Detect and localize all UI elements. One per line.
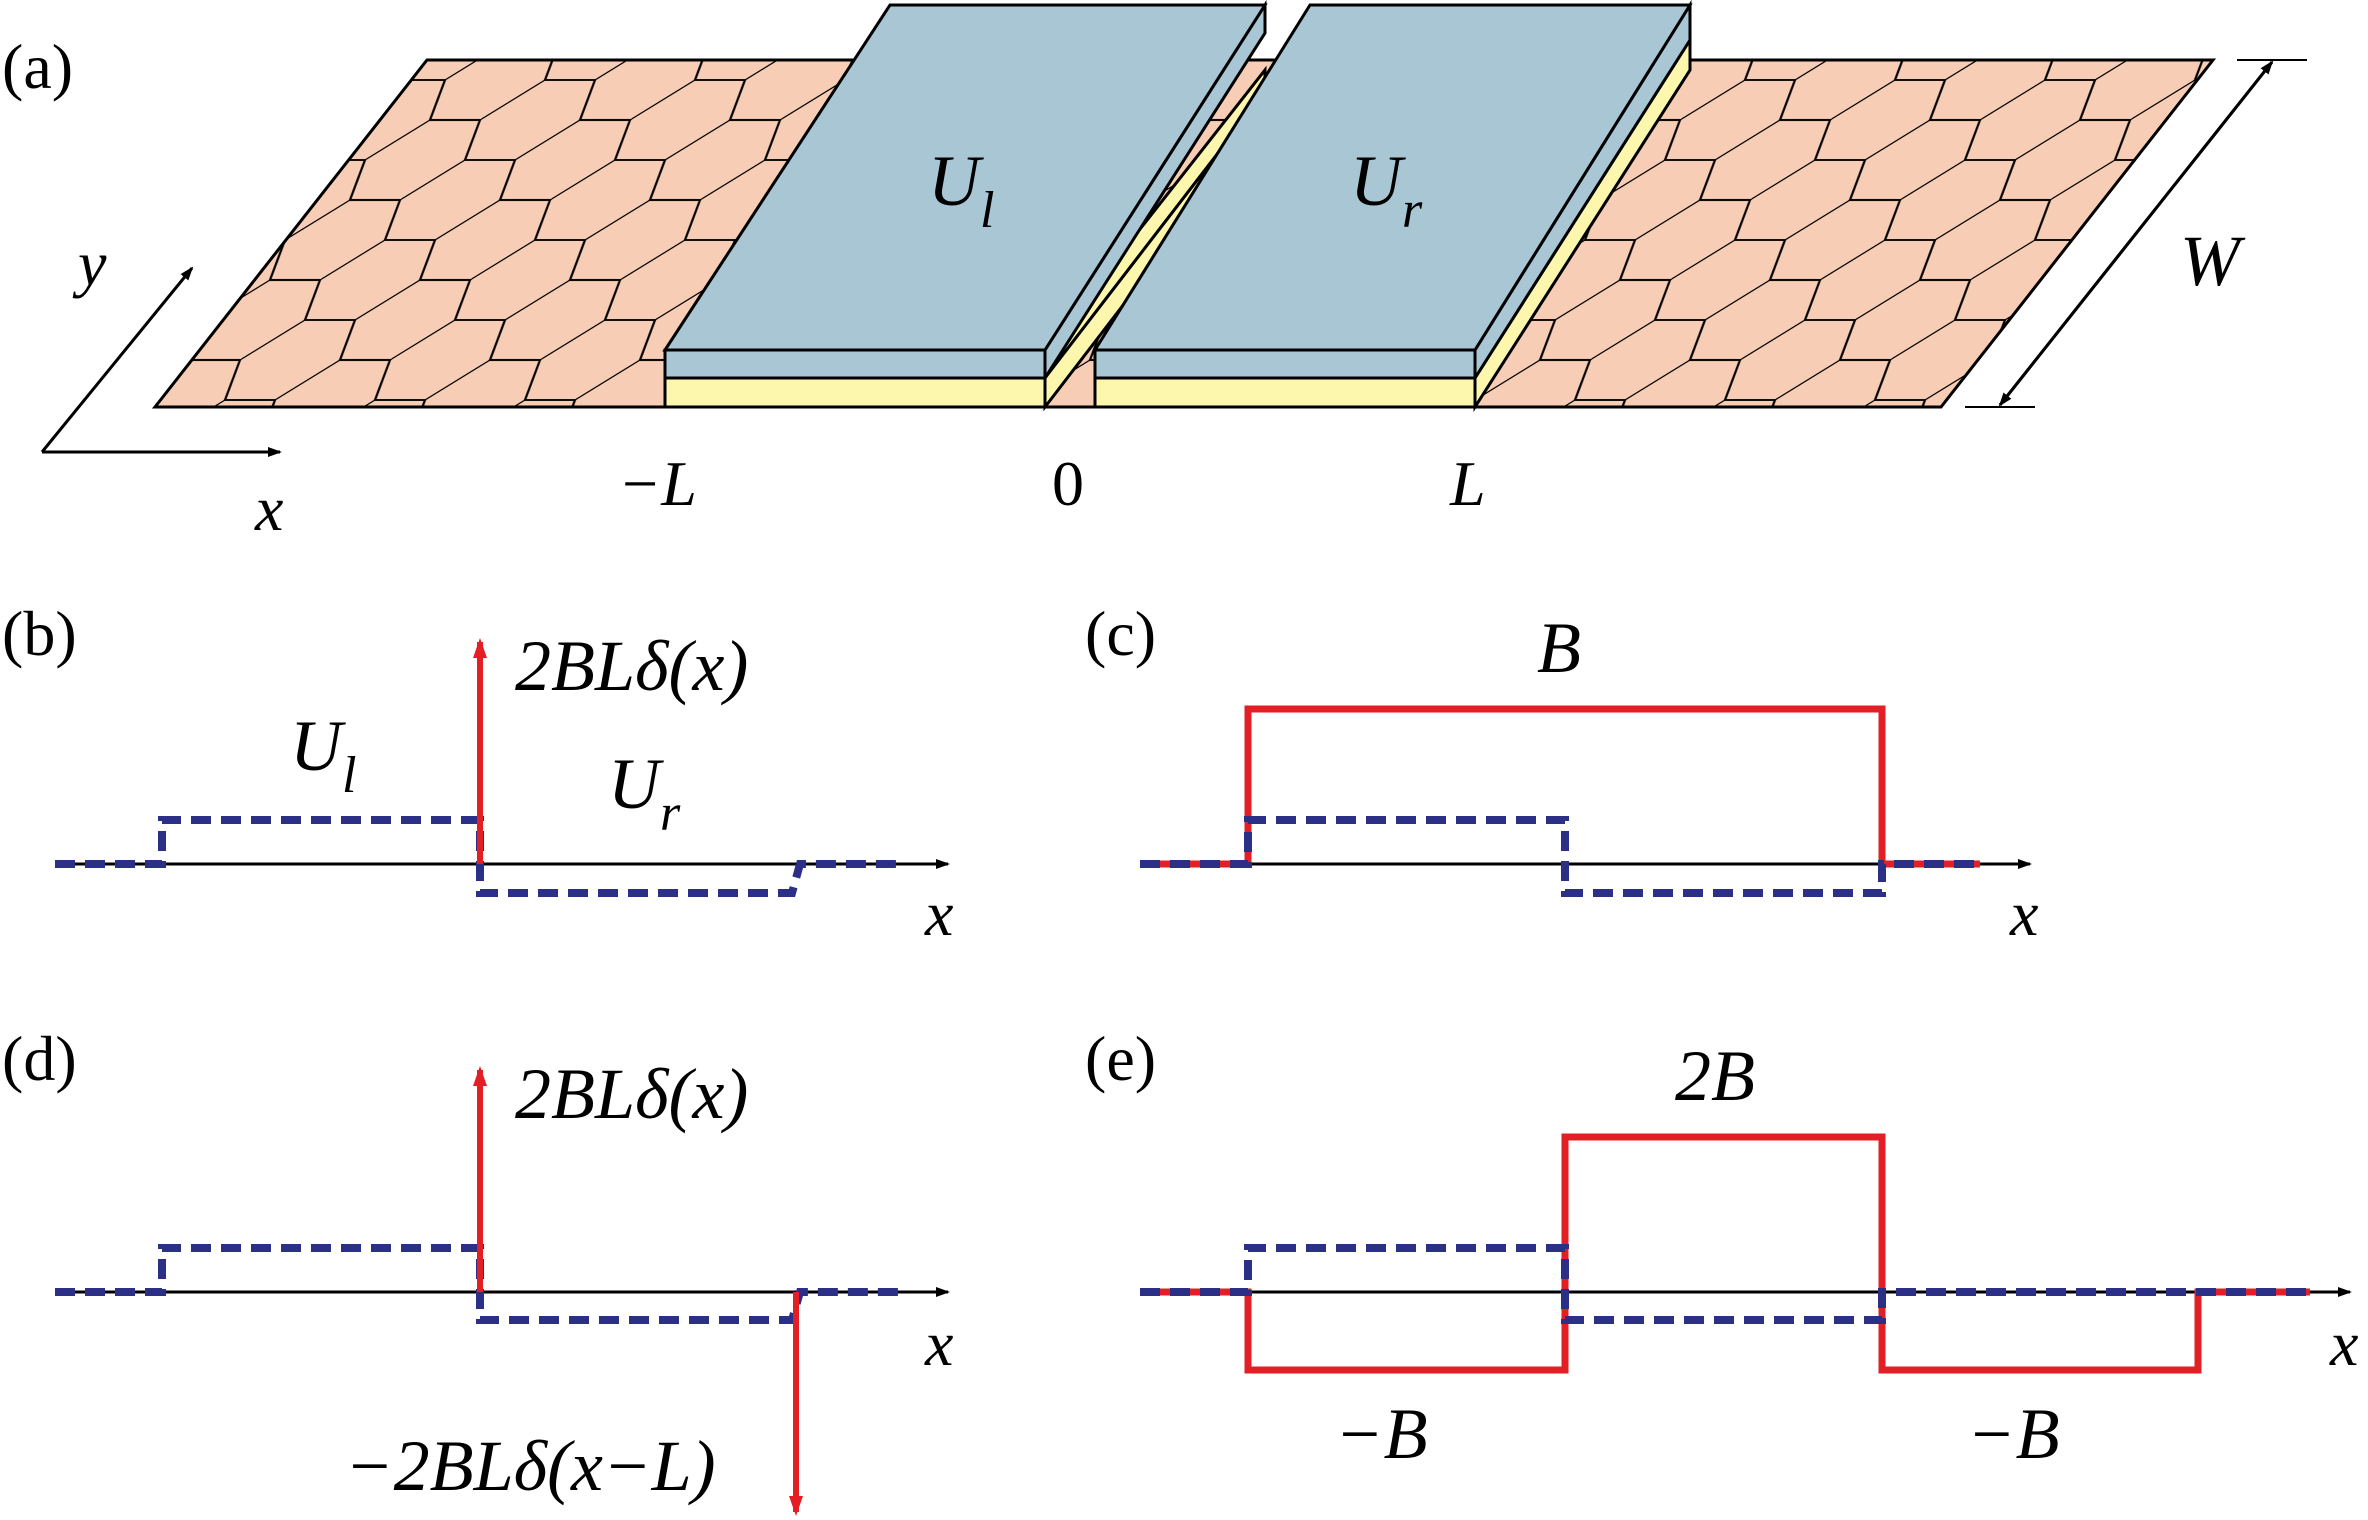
potential-profile bbox=[1140, 816, 1980, 897]
panel-b-label: (b) bbox=[2, 598, 77, 669]
width-indicator bbox=[1965, 59, 2307, 408]
gate-left-label: Ul bbox=[928, 141, 994, 239]
two-b-label: 2B bbox=[1675, 1036, 1755, 1116]
neg-delta-label: −2BLδ(x−L) bbox=[345, 1426, 716, 1506]
panel-a: (a) Ul Ur bbox=[2, 0, 2307, 544]
axis-x-label: x bbox=[254, 473, 283, 544]
panel-b: (b) 2BLδ(x) Ul Ur x bbox=[2, 598, 953, 949]
coordinate-axes bbox=[40, 266, 282, 457]
b-label: B bbox=[1537, 608, 1581, 688]
delta-label: 2BLδ(x) bbox=[515, 626, 748, 706]
right-gate bbox=[1092, 0, 1693, 413]
width-label: W bbox=[2180, 221, 2246, 301]
panel-c-label: (c) bbox=[1085, 598, 1156, 669]
left-gate bbox=[662, 0, 1268, 412]
tick-l: L bbox=[1449, 448, 1486, 519]
gate-right-label: Ur bbox=[1350, 141, 1423, 239]
neg-b-right-label: −B bbox=[1967, 1394, 2060, 1474]
tick-zero: 0 bbox=[1052, 448, 1084, 519]
axis-x-label: x bbox=[2009, 878, 2038, 949]
tick-minus-l: −L bbox=[618, 448, 697, 519]
panel-e-label: (e) bbox=[1085, 1023, 1156, 1094]
panel-d-label: (d) bbox=[2, 1023, 77, 1094]
potential-profile bbox=[55, 816, 900, 897]
potential-profile bbox=[1140, 1244, 2310, 1324]
ur-label: Ur bbox=[608, 744, 681, 842]
axis-x-label: x bbox=[924, 878, 953, 949]
neg-b-left-label: −B bbox=[1335, 1394, 1428, 1474]
delta-label: 2BLδ(x) bbox=[515, 1054, 748, 1134]
axis-x-label: x bbox=[924, 1308, 953, 1379]
panel-e: (e) 2B −B −B x bbox=[1085, 1023, 2358, 1474]
panel-c: (c) B x bbox=[1085, 598, 2038, 949]
field-profile bbox=[1140, 1133, 2310, 1374]
axis-x-label: x bbox=[2329, 1308, 2358, 1379]
axis-y-label: y bbox=[72, 228, 107, 299]
ul-label: Ul bbox=[290, 706, 356, 804]
panel-d: (d) 2BLδ(x) −2BLδ(x−L) x bbox=[2, 1023, 953, 1516]
panel-a-label: (a) bbox=[2, 31, 73, 102]
field-profile bbox=[1140, 705, 1980, 868]
